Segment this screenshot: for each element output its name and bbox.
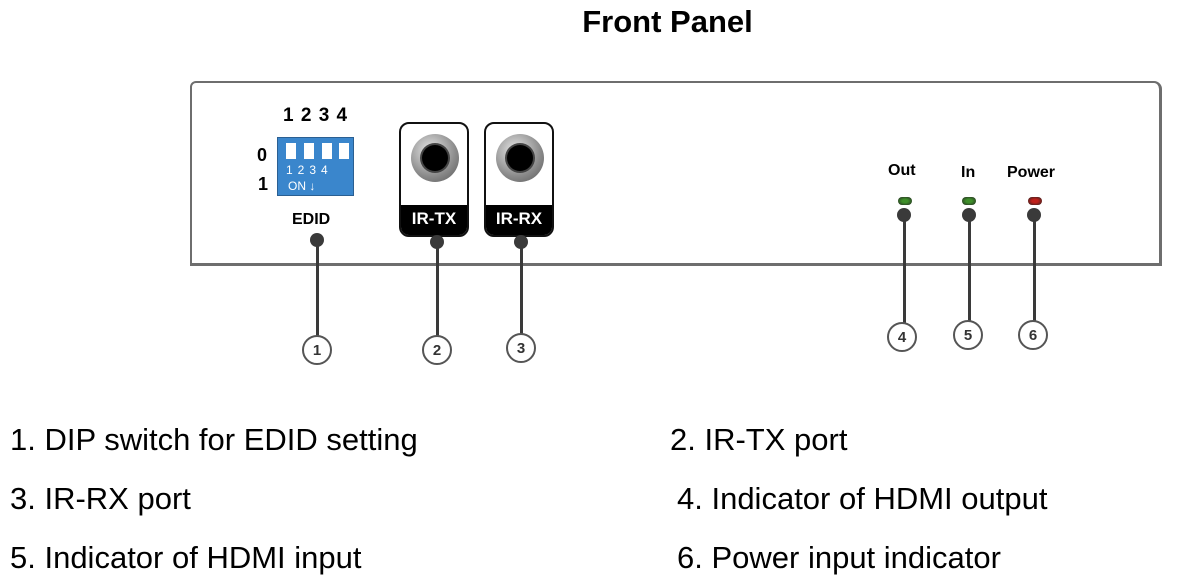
diagram-title: Front Panel <box>582 4 753 39</box>
callout-line-3 <box>520 242 523 334</box>
callout-line-2 <box>436 242 439 336</box>
dip-switch: 1234 ON ↓ <box>277 137 354 196</box>
ir-rx-port: IR-RX <box>484 122 554 237</box>
legend-item-1: 1. DIP switch for EDID setting <box>10 422 418 457</box>
dip-toggle-3 <box>322 143 332 159</box>
callout-line-4 <box>903 215 906 323</box>
callout-number-1: 1 <box>302 335 332 365</box>
edid-label: EDID <box>292 211 331 228</box>
dip-toggle-1 <box>286 143 296 159</box>
callout-number-4: 4 <box>887 322 917 352</box>
callout-line-5 <box>968 215 971 321</box>
legend-item-4: 4. Indicator of HDMI output <box>677 481 1048 516</box>
callout-number-5: 5 <box>953 320 983 350</box>
ir-rx-label: IR-RX <box>486 205 552 235</box>
audio-jack-icon <box>496 134 544 182</box>
legend-item-5: 5. Indicator of HDMI input <box>10 540 362 575</box>
dip-toggle-4 <box>339 143 349 159</box>
callout-line-6 <box>1033 215 1036 321</box>
callout-number-2: 2 <box>422 335 452 365</box>
callout-number-6: 6 <box>1018 320 1048 350</box>
legend-item-3: 3. IR-RX port <box>10 481 191 516</box>
led-power-indicator <box>1028 197 1042 205</box>
led-out-indicator <box>898 197 912 205</box>
legend-item-6: 6. Power input indicator <box>677 540 1001 575</box>
dip-toggle-2 <box>304 143 314 159</box>
dip-row-label-1: 1 <box>258 174 269 194</box>
dip-switch-numbers: 1234 <box>286 163 333 177</box>
ir-tx-port: IR-TX <box>399 122 469 237</box>
dip-on-label: ON ↓ <box>288 179 316 193</box>
callout-line-1 <box>316 240 319 337</box>
ir-tx-label: IR-TX <box>401 205 467 235</box>
legend-item-2: 2. IR-TX port <box>670 422 848 457</box>
dip-row-label-0: 0 <box>257 145 268 165</box>
led-label-in: In <box>961 164 976 181</box>
led-in-indicator <box>962 197 976 205</box>
led-label-out: Out <box>888 162 916 179</box>
callout-number-3: 3 <box>506 333 536 363</box>
dip-position-numbers: 1 2 3 4 <box>283 105 349 126</box>
led-label-power: Power <box>1007 164 1056 181</box>
audio-jack-icon <box>411 134 459 182</box>
